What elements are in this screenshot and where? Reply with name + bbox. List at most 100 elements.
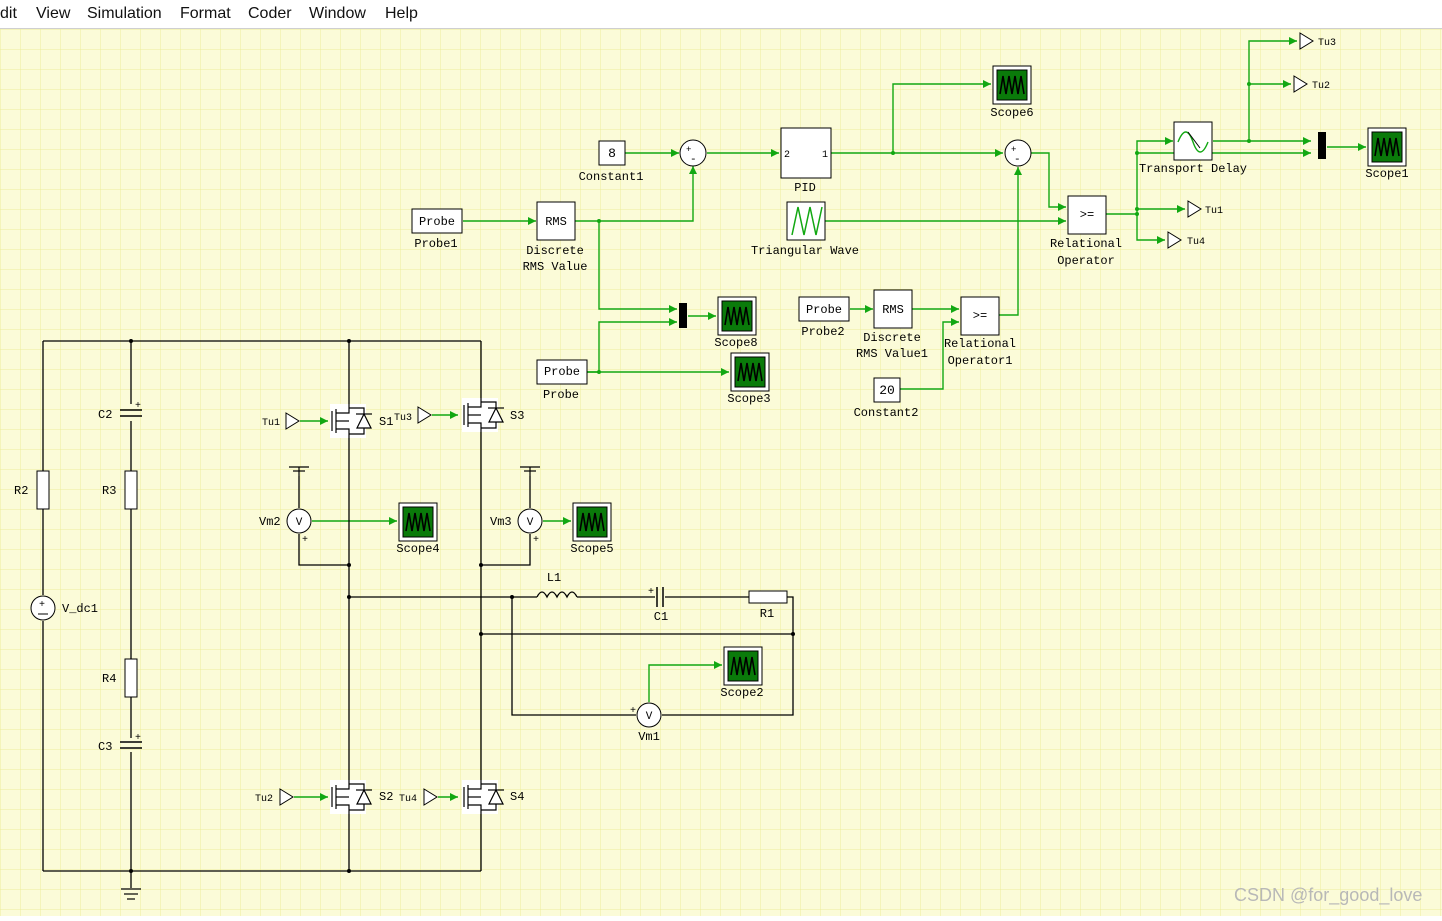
mosfet-s1[interactable] [330,404,372,438]
menu-view[interactable]: View [36,5,71,22]
vdc-label: V_dc1 [62,602,98,616]
resistor-r2[interactable]: R2 [14,470,50,510]
rms1-text: RMS [545,215,567,229]
sum2-block[interactable]: + - [1004,139,1032,167]
menu-simulation[interactable]: Simulation [87,5,162,22]
relational-operator-block[interactable]: >= Relational Operator [1050,195,1122,268]
triangular-wave-label: Triangular Wave [751,244,859,258]
model-canvas[interactable]: 8 Constant1 + - 2 1 PID Scope6 + - Probe… [0,29,1442,916]
tag-tu2-in[interactable] [279,788,294,806]
scope8-block[interactable]: Scope8 [714,296,758,350]
vm3-label: Vm3 [490,515,512,529]
scope1-block[interactable]: Scope1 [1365,127,1409,181]
vm2-plus: + [302,535,308,546]
vm3-plus: + [533,535,539,546]
mux1-block[interactable] [1318,132,1326,159]
inductor-l1[interactable]: L1 [536,571,578,599]
relop1-label-2: Operator1 [948,354,1013,368]
s3-label: S3 [510,409,524,423]
r1-label: R1 [760,607,774,621]
menu-format[interactable]: Format [180,5,231,22]
voltmeter-vm3[interactable]: V + Vm3 [490,466,543,546]
c1-plus: + [648,587,654,598]
menu-coder[interactable]: Coder [248,5,292,22]
voltmeter-vm1[interactable]: V + Vm1 [630,702,662,744]
relop-label-1: Relational [1050,237,1122,251]
tag-tu3-in-label: Tu3 [394,413,412,424]
scope3-label: Scope3 [727,392,770,406]
rms2-text: RMS [882,303,904,317]
r2-label: R2 [14,484,28,498]
triangular-wave-block[interactable]: Triangular Wave [751,201,859,258]
vdc-plus: + [39,600,45,611]
probe-block[interactable]: Probe Probe [536,359,588,402]
s4-label: S4 [510,790,524,804]
menu-help[interactable]: Help [385,5,418,22]
vm1-symbol: V [646,711,653,723]
capacitor-c3[interactable]: + C3 [98,733,142,754]
pid-block[interactable]: 2 1 PID [780,127,832,195]
tag-tu4-in-label: Tu4 [399,794,417,805]
pid-port-out: 1 [822,150,828,161]
rms1-block[interactable]: RMS Discrete RMS Value [523,201,588,274]
sum1-minus: - [690,154,697,166]
tag-tu2-in-label: Tu2 [255,794,273,805]
menu-window[interactable]: Window [309,5,366,22]
menu-edit[interactable]: dit [0,5,17,22]
scope4-block[interactable]: Scope4 [396,502,440,556]
constant1-block[interactable]: 8 Constant1 [579,140,644,184]
pid-label: PID [794,181,816,195]
tag-tu4-out[interactable] [1167,231,1182,249]
resistor-r3[interactable]: R3 [102,470,138,510]
transport-delay-label: Transport Delay [1139,162,1247,176]
ground-icon [121,888,141,900]
relop1-text: >= [973,309,987,323]
scope6-block[interactable]: Scope6 [990,65,1034,120]
scope5-block[interactable]: Scope5 [570,502,614,556]
mosfet-s3[interactable] [462,398,504,432]
sum2-plus: + [1011,145,1016,155]
transport-delay-block[interactable]: Transport Delay [1139,121,1247,176]
capacitor-c1[interactable]: + C1 [648,587,668,624]
scope6-label: Scope6 [990,106,1033,120]
resistor-r4[interactable]: R4 [102,658,138,698]
mosfet-s4[interactable] [462,780,504,814]
probe1-block[interactable]: Probe Probe1 [411,208,463,251]
menu-bar: dit View Simulation Format Coder Window … [0,0,1442,29]
tag-tu4-in[interactable] [423,788,438,806]
mosfet-s2[interactable] [330,780,372,814]
sum1-block[interactable]: + - [679,139,707,167]
c2-plus: + [135,401,141,412]
tag-tu1-in[interactable] [285,412,300,430]
constant2-block[interactable]: 20 Constant2 [854,377,919,420]
rms1-label-1: Discrete [526,244,584,258]
relational-operator1-block[interactable]: >= Relational Operator1 [944,296,1016,368]
scope1-label: Scope1 [1365,167,1408,181]
pid-port-in: 2 [784,150,790,161]
vm3-symbol: V [527,517,534,529]
probe2-text: Probe [806,303,842,317]
c3-label: C3 [98,740,112,754]
dc-source-vdc1[interactable]: + V_dc1 [30,595,98,621]
mux8-block[interactable] [679,303,687,328]
s2-label: S2 [379,790,393,804]
tag-tu3-in[interactable] [417,406,432,424]
probe2-label: Probe2 [801,325,844,339]
constant1-label: Constant1 [579,170,644,184]
constant2-label: Constant2 [854,406,919,420]
tag-tu4-out-label: Tu4 [1187,237,1205,248]
sum1-plus: + [686,145,691,155]
probe2-block[interactable]: Probe Probe2 [798,296,850,339]
scope4-label: Scope4 [396,542,439,556]
resistor-r1[interactable]: R1 [748,590,788,621]
scope2-block[interactable]: Scope2 [720,646,764,700]
tag-tu3-out[interactable] [1299,32,1314,50]
capacitor-c2[interactable]: + C2 [98,401,142,422]
tag-tu1-out[interactable] [1187,200,1202,218]
relop1-label-1: Relational [944,337,1016,351]
vm1-label: Vm1 [638,730,660,744]
scope3-block[interactable]: Scope3 [727,352,771,406]
rms2-block[interactable]: RMS Discrete RMS Value1 [856,289,928,361]
voltmeter-vm2[interactable]: V + Vm2 [259,466,312,546]
tag-tu2-out[interactable] [1293,75,1308,93]
